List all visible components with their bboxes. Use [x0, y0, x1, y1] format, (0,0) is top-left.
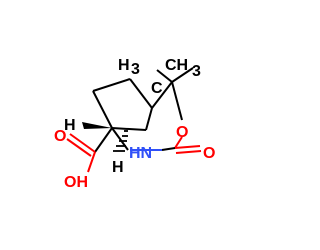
bond-ring-c5-c4: [129, 78, 153, 109]
bond-carboxyl-c-o-double-b: [66, 138, 92, 157]
atom-label-h-bottom: H: [112, 159, 124, 176]
wedge-bond-h-top: [82, 122, 112, 129]
bond-c1-to-carboxyl-c: [94, 127, 113, 153]
atom-label-nh: HN: [129, 145, 152, 162]
bond-ring-c1-c2: [92, 90, 113, 129]
bond-ring-c3-c2: [111, 127, 147, 131]
atom-label-ch3-left-h: H: [118, 57, 130, 74]
chemical-structure-diagram: H H H 3 C CH 3 O O HN O OH: [54, 57, 215, 191]
bond-ring-c4-c3: [145, 107, 153, 131]
atom-label-ch3-right-subscript: 3: [192, 63, 201, 80]
atom-label-ch3-left-subscript: 3: [131, 61, 140, 78]
atom-label-ch3-left-c: C: [151, 80, 163, 97]
atom-label-h-top: H: [64, 117, 76, 134]
bond-quaternary-to-ch3-left: [156, 69, 173, 83]
atom-label-oh: OH: [64, 174, 88, 191]
bond-quaternary-to-ch3-right: [171, 67, 194, 83]
bond-carbamate-c-left: [161, 147, 176, 151]
bond-carboxyl-c-o-double-a: [69, 133, 96, 153]
atom-label-o-ring: O: [176, 124, 188, 141]
atom-label-ch3-right-ch: CH: [165, 57, 188, 74]
bond-quaternary-to-o: [171, 81, 183, 121]
bond-quaternary-to-c3: [151, 81, 173, 109]
bond-o-to-carbamate-c: [174, 136, 183, 149]
bond-ring-c5-c1: [92, 78, 131, 92]
bond-carbamate-c-o-double-b: [175, 150, 202, 154]
atom-label-o-carboxyl: O: [54, 128, 66, 145]
hashed-bond-h-bottom: [113, 130, 128, 152]
atom-label-o-carbonyl-right: O: [203, 145, 215, 162]
bond-layer: [66, 67, 202, 173]
bond-carbamate-c-o-double-a: [174, 145, 201, 149]
bond-carboxyl-c-oh: [87, 151, 96, 173]
atom-label-layer: H H H 3 C CH 3 O O HN O OH: [54, 57, 215, 191]
